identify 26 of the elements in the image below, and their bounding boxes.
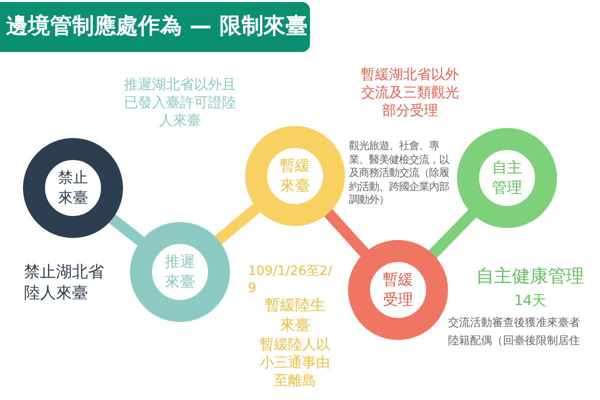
- node-label: 推遲來臺: [164, 252, 196, 292]
- annotation-text: 暫緩陸生來臺: [264, 296, 326, 335]
- annotation-text: 禁止湖北省陸人來臺: [24, 262, 105, 304]
- annotation-text: 自主健康管理: [475, 265, 585, 288]
- annotation-text: 暫緩陸人以小三通事由至離島: [259, 336, 331, 391]
- annotation-text: 推遲湖北省以外且已發入臺許可證陸人來臺: [123, 76, 237, 131]
- node-label: 暫緩來臺: [279, 156, 311, 196]
- ring-node: [130, 222, 230, 322]
- ring-node: [348, 240, 448, 340]
- connector-band: [213, 202, 262, 246]
- connector-band: [428, 208, 478, 260]
- node-label: 自主管理: [491, 158, 523, 198]
- annotation-text: 暫緩湖北省以外交流及三類觀光部分受理: [360, 66, 460, 121]
- node-label: 暫緩受理: [382, 270, 414, 310]
- annotation-text: 109/1/26至2/9: [248, 264, 334, 298]
- ring-node: [23, 138, 123, 238]
- ring-node: [245, 126, 345, 226]
- connector-band: [107, 213, 146, 247]
- annotation-text: 14天: [513, 292, 547, 310]
- node-label: 禁止來臺: [57, 168, 89, 208]
- connector-band: [323, 208, 370, 258]
- annotation-text: 觀光旅遊、社會、專業、醫美健檢交流，以及商務活動交流（除履約活動、跨國企業內部調動外）: [349, 140, 450, 208]
- title-banner: 邊境管制應處作為 — 限制來臺: [0, 2, 310, 52]
- annotation-text: 陸籍配偶（回臺後限制居住: [448, 334, 581, 348]
- annotation-text: 交流活動審查後獲准來臺者: [448, 316, 581, 330]
- ring-node: [457, 128, 557, 228]
